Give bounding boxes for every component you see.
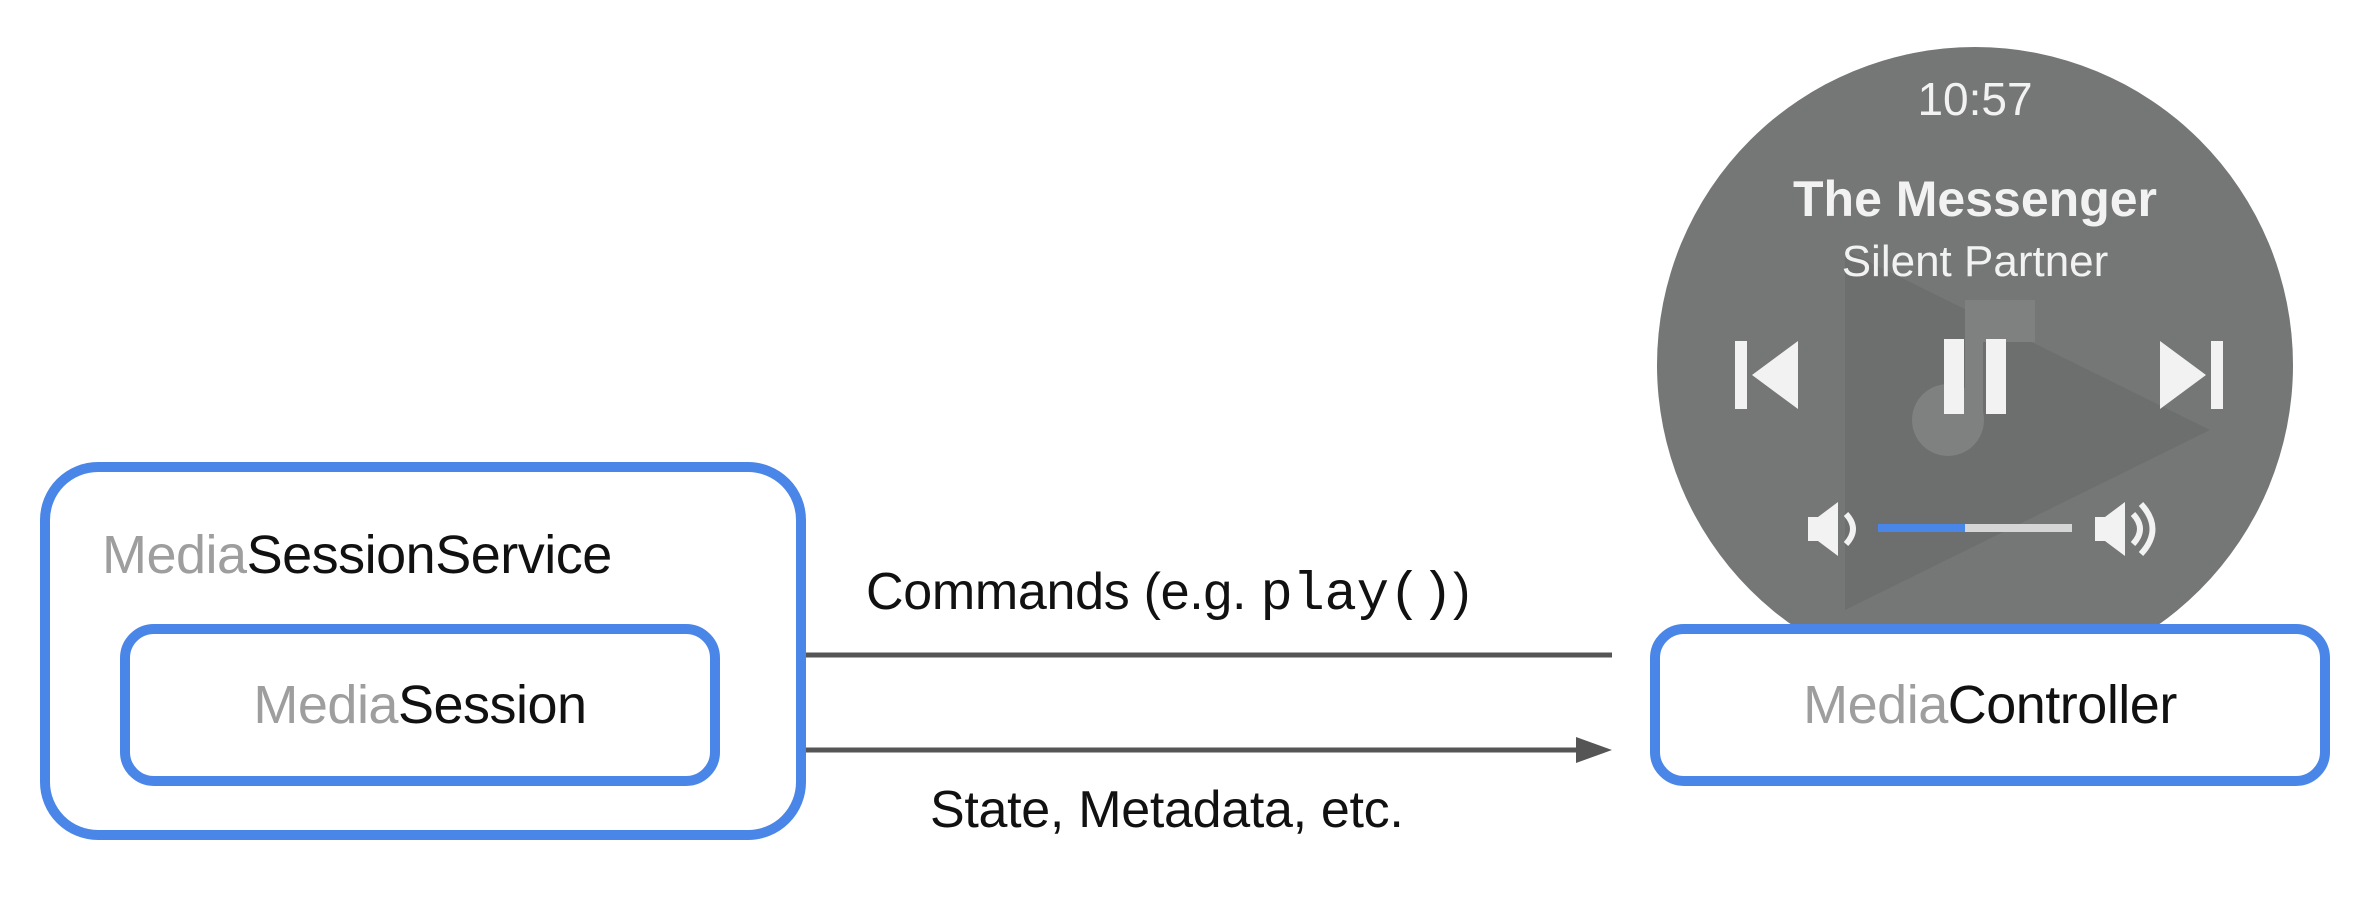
media-session-service-label: MediaSessionService: [102, 524, 612, 586]
volume-low-icon[interactable]: [1808, 502, 1856, 556]
music-note-icon: [1912, 300, 2035, 456]
session-prefix: Media: [253, 675, 398, 735]
commands-prefix: Commands (e.g.: [866, 563, 1261, 621]
state-arrow: [744, 737, 1612, 763]
skip-previous-icon[interactable]: [1735, 341, 1798, 409]
commands-code: play(): [1260, 565, 1453, 626]
watch-time: 10:57: [1917, 73, 2033, 125]
track-title: The Messenger: [1792, 171, 2158, 227]
state-metadata-label: State, Metadata, etc.: [930, 781, 1404, 839]
service-name: SessionService: [246, 525, 613, 585]
media-controller-label: MediaController: [1803, 674, 2177, 736]
volume-slider[interactable]: [1878, 524, 2072, 532]
session-name: Session: [397, 675, 587, 735]
media-session-label: MediaSession: [253, 674, 587, 736]
media-session-box: MediaSession: [120, 624, 720, 786]
commands-arrow: [744, 642, 1612, 668]
skip-next-icon[interactable]: [2160, 341, 2223, 409]
service-prefix: Media: [102, 525, 247, 585]
controller-name: Controller: [1947, 675, 2178, 735]
controller-prefix: Media: [1803, 675, 1948, 735]
album-art-play-triangle: [1845, 250, 2210, 610]
track-artist: Silent Partner: [1841, 237, 2109, 286]
commands-label: Commands (e.g. play()): [866, 562, 1470, 626]
commands-suffix: ): [1452, 563, 1470, 621]
volume-high-icon[interactable]: [2095, 501, 2156, 557]
media-controller-box: MediaController: [1650, 624, 2330, 786]
pause-icon[interactable]: [1944, 339, 2006, 414]
